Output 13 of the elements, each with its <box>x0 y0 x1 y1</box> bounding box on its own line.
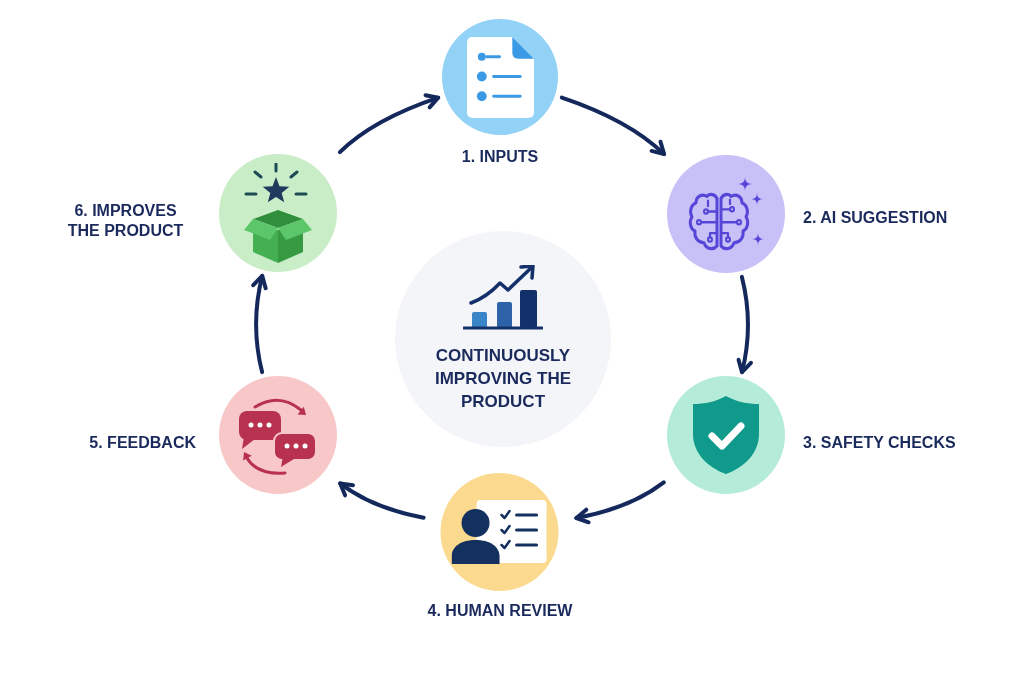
arrow <box>338 481 426 520</box>
arrow <box>559 95 667 157</box>
arrow <box>251 273 268 375</box>
step-label: 2. AI SUGGESTION <box>803 208 948 228</box>
step-label: 1. INPUTS <box>461 147 539 167</box>
step-label: 4. HUMAN REVIEW <box>427 601 573 621</box>
arrow <box>574 480 666 525</box>
step-label: 5. FEEDBACK <box>89 433 196 453</box>
step-label: 3. SAFETY CHECKS <box>803 433 956 453</box>
arrow <box>337 93 441 155</box>
hub-label: CONTINUOUSLY IMPROVING THE PRODUCT <box>434 345 572 413</box>
step-label: 6. IMPROVES THE PRODUCT <box>66 201 185 241</box>
arrow <box>736 274 753 375</box>
